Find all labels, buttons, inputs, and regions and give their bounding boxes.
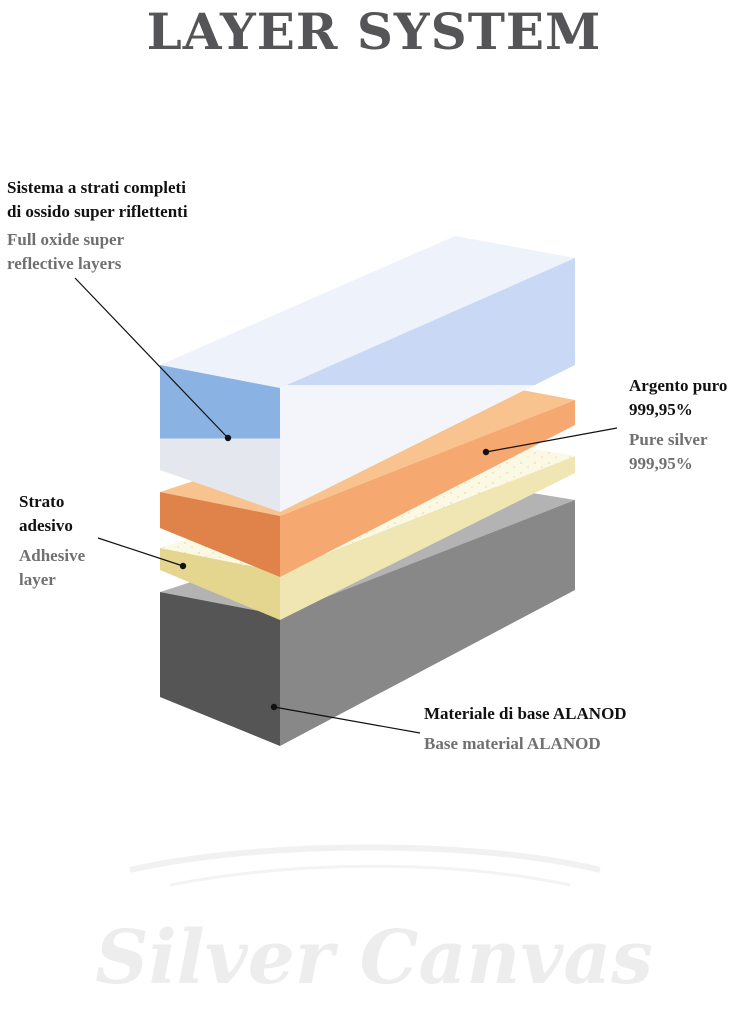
oxide-layer xyxy=(160,236,575,512)
dot-adhesive xyxy=(179,562,187,570)
dot-base xyxy=(270,703,278,711)
oxide-right-face xyxy=(280,258,575,512)
silver-right-face xyxy=(280,400,575,577)
oxide-front-face xyxy=(160,365,280,512)
label-oxide-en-1: Full oxide super xyxy=(7,230,125,249)
label-base: Materiale di base ALANOD Base material A… xyxy=(424,702,627,756)
label-silver-it-2: 999,95% xyxy=(629,400,693,419)
adhesive-front-face xyxy=(160,548,280,620)
label-adhesive-it-1: Strato xyxy=(19,492,65,511)
label-oxide-it-2: di ossido super riflettenti xyxy=(7,202,188,221)
label-silver: Argento puro 999,95% Pure silver 999,95% xyxy=(629,374,727,476)
label-adhesive-it-2: adesivo xyxy=(19,516,73,535)
adhesive-right-face xyxy=(280,456,575,620)
oxide-top-face xyxy=(160,236,575,388)
label-silver-en-1: Pure silver xyxy=(629,430,708,449)
dot-oxide xyxy=(224,434,232,442)
label-base-it-1: Materiale di base ALANOD xyxy=(424,704,627,723)
label-silver-it-1: Argento puro xyxy=(629,376,728,395)
label-adhesive: Strato adesivo Adhesive layer xyxy=(19,490,85,592)
label-adhesive-en-1: Adhesive xyxy=(19,546,86,565)
leader-base xyxy=(273,706,421,734)
base-front-face xyxy=(160,592,280,746)
leader-dots xyxy=(179,434,490,711)
label-oxide: Sistema a strati completi di ossido supe… xyxy=(7,176,188,276)
label-oxide-it-1: Sistema a strati completi xyxy=(7,178,186,197)
dot-silver xyxy=(482,448,490,456)
base-right-face xyxy=(280,500,575,746)
leader-lines xyxy=(74,277,618,734)
label-oxide-en-2: reflective layers xyxy=(7,254,122,273)
page-title: LAYER SYSTEM xyxy=(146,2,602,61)
silver-front-face xyxy=(160,492,280,577)
leader-silver xyxy=(485,427,618,453)
label-adhesive-en-2: layer xyxy=(19,570,56,589)
leader-oxide xyxy=(74,277,229,439)
label-base-en-1: Base material ALANOD xyxy=(424,734,601,753)
leader-adhesive xyxy=(97,537,184,567)
label-silver-en-2: 999,95% xyxy=(629,454,693,473)
watermark-logo: Silver Canvas xyxy=(95,915,653,1001)
